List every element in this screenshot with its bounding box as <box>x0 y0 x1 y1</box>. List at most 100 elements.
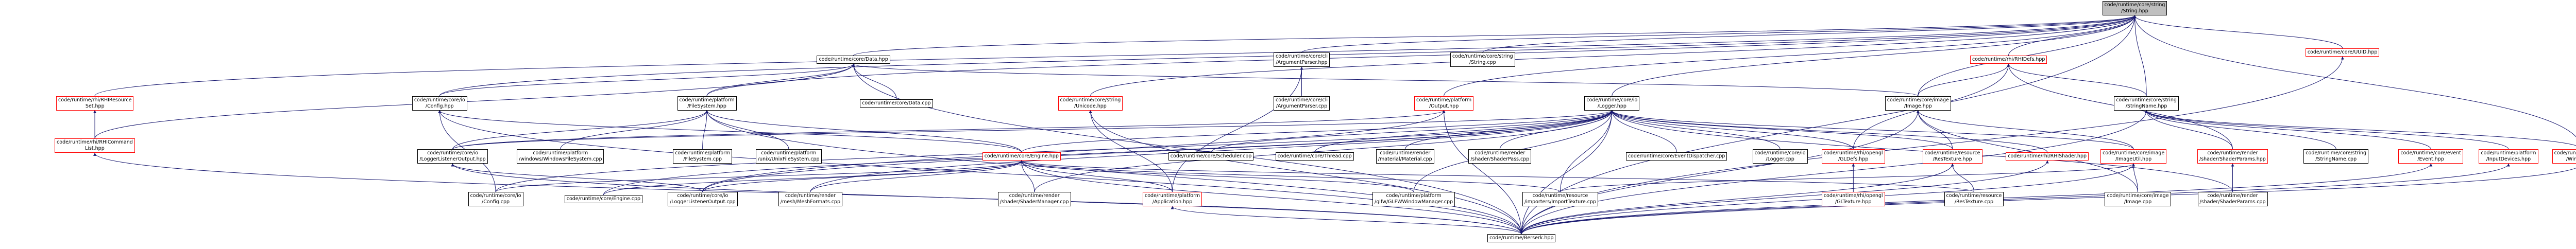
edge-berserk-to-rhishader <box>1521 160 2049 235</box>
node-rhidefs[interactable]: code/runtime/rhi/RHIDefs.hpp <box>1970 56 2047 64</box>
node-label-line: /Output.hpp <box>1429 103 1459 109</box>
node-label-line: code/runtime/core/Engine.cpp <box>566 196 641 202</box>
node-outputhpp[interactable]: code/runtime/platform/Output.hpp <box>1414 96 1474 111</box>
node-glfwwinmgr[interactable]: code/runtime/platform/glfw/GLFWWindowMan… <box>1372 192 1455 207</box>
node-shaderpasscpp[interactable]: code/runtime/render/shader/ShaderPass.cp… <box>1468 149 1532 164</box>
node-label-line: code/runtime/core/EventDispatcher.cpp <box>1628 153 1725 159</box>
node-label-line: code/runtime/rhi/RHIDefs.hpp <box>1972 57 2045 63</box>
node-shaderparamshpp[interactable]: code/runtime/render/shader/ShaderParams.… <box>2197 149 2268 164</box>
edge-confighpp-to-datahpp <box>439 63 855 96</box>
edge-stringnamehpp-to-root <box>2133 15 2147 96</box>
node-configcpp[interactable]: code/runtime/core/io/Config.cpp <box>468 192 523 207</box>
edge-outputhpp-to-root <box>1444 15 2137 96</box>
edge-loggerouthpp-to-fshpp <box>452 110 708 150</box>
edge-berserk-to-loggerouthpp <box>451 163 1522 235</box>
node-label-line: code/runtime/platform <box>533 150 588 156</box>
node-windowhpp[interactable]: code/runtime/platform/Window.hpp <box>2552 149 2576 164</box>
node-enginehpp[interactable]: code/runtime/core/Engine.hpp <box>982 152 1061 161</box>
node-label-line: /ArgumentParser.hpp <box>1276 60 1328 66</box>
node-label-line: /GLTexture.hpp <box>1835 199 1872 205</box>
node-scheduler[interactable]: code/runtime/core/Scheduler.cpp <box>1168 152 1254 161</box>
node-eventhpp[interactable]: code/runtime/core/event/Event.hpp <box>2398 149 2463 164</box>
node-label-line: code/runtime/platform <box>1145 193 1200 199</box>
node-datahpp[interactable]: code/runtime/core/Data.hpp <box>817 56 890 64</box>
edge-glfwwinmgr-to-enginehpp <box>1020 160 1414 192</box>
edge-inputdevices-to-stringnamehpp <box>2145 110 2509 150</box>
edge-restexhpp-to-loggerhpp <box>1610 110 1953 150</box>
edge-loggeroutcpp-to-loggerouthpp <box>451 163 703 192</box>
node-label-line: /glfw/GLFWWindowManager.cpp <box>1375 199 1453 205</box>
edge-windowhpp-to-stringnamehpp <box>2145 110 2576 146</box>
node-unicode[interactable]: code/runtime/core/string/Unicode.hpp <box>1058 96 1123 111</box>
node-unixfs[interactable]: code/runtime/platform/unix/UnixFileSyste… <box>755 149 822 164</box>
node-label-line: code/runtime/platform <box>679 97 735 103</box>
node-label-line: code/runtime/render <box>785 193 836 199</box>
edge-shadermanager-to-loggerhpp <box>1034 110 1614 192</box>
node-eventdisp[interactable]: code/runtime/core/EventDispatcher.cpp <box>1625 152 1727 161</box>
edge-winfs-to-fshpp <box>560 110 708 150</box>
edge-loggeroutcpp-to-outputhpp <box>702 110 1446 192</box>
edge-enginehpp-to-loggerhpp <box>1021 110 1614 153</box>
node-label-line: /ArgumentParser.cpp <box>1276 103 1328 109</box>
node-stringnamecpp[interactable]: code/runtime/core/string/StringName.cpp <box>2303 149 2369 164</box>
node-enginecpp[interactable]: code/runtime/core/Engine.cpp <box>564 195 643 204</box>
node-apphpp[interactable]: code/runtime/platform/Application.hpp <box>1143 192 1202 207</box>
node-shadermanager[interactable]: code/runtime/render/shader/ShaderManager… <box>997 192 1071 207</box>
node-label-line: code/runtime/core/Data.hpp <box>819 57 888 63</box>
node-label-line: /shader/ShaderParams.hpp <box>2199 156 2266 163</box>
node-label-line: code/runtime/core/io <box>1754 150 1806 156</box>
node-label-line: /Event.hpp <box>2417 156 2444 163</box>
node-restexcpp[interactable]: code/runtime/resource/ResTexture.cpp <box>1944 192 2004 207</box>
node-stringnamehpp[interactable]: code/runtime/core/string/StringName.hpp <box>2114 96 2179 111</box>
node-shaderparamscpp[interactable]: code/runtime/render/shader/ShaderParams.… <box>2197 192 2268 207</box>
graph-edges <box>93 15 2576 235</box>
node-confighpp[interactable]: code/runtime/core/io/Config.hpp <box>412 96 467 111</box>
node-fshpp[interactable]: code/runtime/platform/FileSystem.hpp <box>677 96 737 111</box>
node-berserk[interactable]: code/runtime/Berserk.hpp <box>1487 234 1556 243</box>
edge-imptex-to-imageutil <box>1560 163 2135 192</box>
node-root[interactable]: code/runtime/core/string/String.hpp <box>2102 1 2167 15</box>
node-rhishader[interactable]: code/runtime/rhi/RHIShader.hpp <box>2006 152 2089 161</box>
edge-datahpp-to-root <box>853 15 2137 56</box>
node-label-line: /FileSystem.hpp <box>687 103 726 109</box>
node-meshformats[interactable]: code/runtime/render/mesh/MeshFormats.cpp <box>778 192 842 207</box>
node-restexhpp[interactable]: code/runtime/resource/ResTexture.hpp <box>1922 149 1982 164</box>
node-gldefs[interactable]: code/runtime/rhi/opengl/GLDefs.hpp <box>1821 149 1885 164</box>
node-label-line: /shader/ShaderManager.cpp <box>999 199 1069 205</box>
edge-stringnamehpp-to-rhidefs <box>2007 63 2147 96</box>
node-label-line: code/runtime/platform <box>2554 150 2576 156</box>
node-thread[interactable]: code/runtime/core/Thread.cpp <box>1275 152 1354 161</box>
node-fscpp[interactable]: code/runtime/platform/FileSystem.cpp <box>673 149 733 164</box>
node-argparsecpp[interactable]: code/runtime/core/cli/ArgumentParser.cpp <box>1273 96 1330 111</box>
node-loggerouthpp[interactable]: code/runtime/core/io/LoggerListenerOutpu… <box>417 149 488 164</box>
edge-rhishader-to-loggerhpp <box>1610 110 2048 153</box>
node-label-line: code/runtime/core/string <box>1452 54 1513 60</box>
edge-berserk-to-restexhpp <box>1521 163 1954 235</box>
node-label-line: code/runtime/render <box>1380 150 1431 156</box>
edge-loggeroutcpp-to-loggerhpp <box>702 110 1614 192</box>
node-datacpp[interactable]: code/runtime/core/Data.cpp <box>860 99 933 108</box>
node-materialcpp[interactable]: code/runtime/render/material/Material.cp… <box>1376 149 1434 164</box>
node-imagehpp[interactable]: code/runtime/core/image/Image.hpp <box>1885 96 1951 111</box>
node-label-line: /GLDefs.hpp <box>1838 156 1869 163</box>
node-imagecpp[interactable]: code/runtime/core/image/Image.cpp <box>2105 192 2171 207</box>
node-imptex[interactable]: code/runtime/resource/importers/ImportTe… <box>1522 192 1599 207</box>
node-loggeroutcpp[interactable]: code/runtime/core/io/LoggerListenerOutpu… <box>668 192 738 207</box>
node-label-line: code/runtime/core/cli <box>1275 54 1328 60</box>
node-label-line: code/runtime/core/string <box>1060 97 1121 103</box>
edge-windowhpp-to-root <box>2133 15 2576 137</box>
node-label-line: /StringName.cpp <box>2315 156 2357 163</box>
node-gltexture[interactable]: code/runtime/rhi/opengl/GLTexture.hpp <box>1821 192 1885 207</box>
node-inputdevices[interactable]: code/runtime/platform/InputDevices.hpp <box>2479 149 2538 164</box>
edge-rhires-to-root <box>94 15 2137 96</box>
node-loggercpp[interactable]: code/runtime/core/io/Logger.cpp <box>1752 149 1808 164</box>
edge-eventhpp-to-stringnamehpp <box>2145 110 2431 150</box>
node-loggerhpp[interactable]: code/runtime/core/io/Logger.hpp <box>1584 96 1640 111</box>
node-uuid[interactable]: code/runtime/core/UUID.hpp <box>2305 48 2380 57</box>
node-argparsehpp[interactable]: code/runtime/core/cli/ArgumentParser.hpp <box>1273 52 1330 67</box>
node-winfs[interactable]: code/runtime/platform/windows/WindowsFil… <box>517 149 604 164</box>
node-stringcpp[interactable]: code/runtime/core/string/String.cpp <box>1450 52 1515 67</box>
node-imageutil[interactable]: code/runtime/core/image/ImageUtil.hpp <box>2100 149 2167 164</box>
